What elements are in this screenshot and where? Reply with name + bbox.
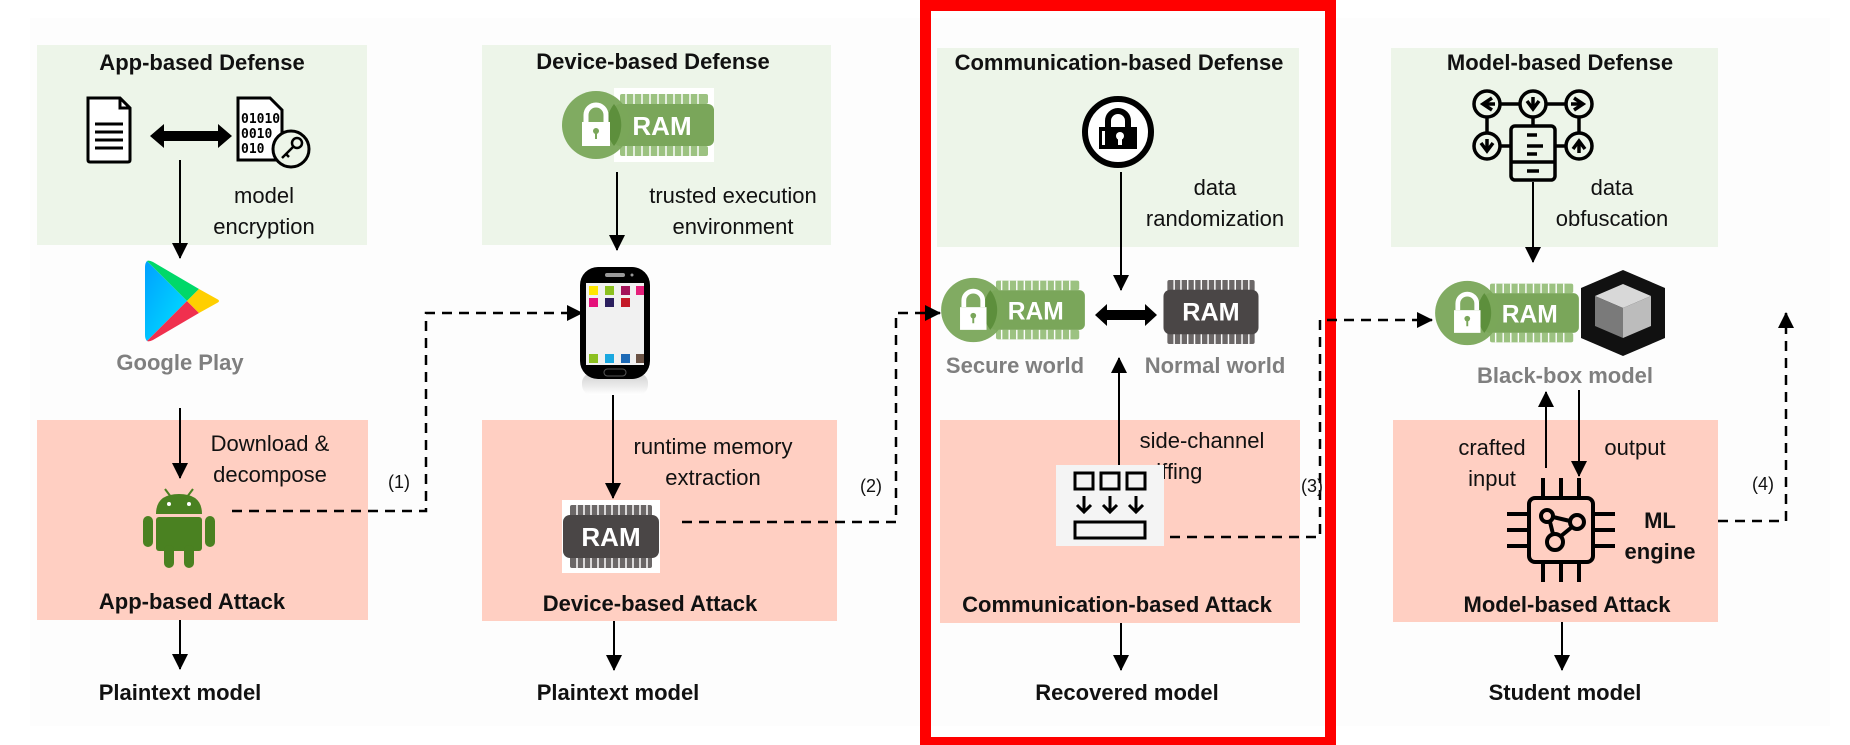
caption-line: extraction bbox=[665, 465, 761, 490]
ml-engine-caption: ML engine bbox=[1620, 505, 1700, 567]
model-outcome: Student model bbox=[1488, 680, 1642, 705]
caption-line: model bbox=[234, 183, 294, 208]
caption-line: data bbox=[1590, 175, 1634, 200]
device-attack-title: Device-based Attack bbox=[542, 591, 758, 616]
lock-circle-icon bbox=[1082, 96, 1154, 168]
app-outcome: Plaintext model bbox=[98, 680, 262, 705]
comm-secure-ram-text: RAM bbox=[1008, 298, 1064, 325]
connector-2 bbox=[682, 305, 941, 524]
app-defense-title: App-based Defense bbox=[99, 50, 305, 75]
caption-line: encryption bbox=[213, 214, 315, 239]
caption-line: environment bbox=[672, 214, 794, 239]
output-caption: output bbox=[1604, 435, 1666, 460]
highlight-frame bbox=[920, 0, 1336, 745]
connector-3 bbox=[1170, 312, 1433, 539]
model-attack-box bbox=[1393, 420, 1718, 622]
encrypted-file-key-icon: 01010 0010 010 bbox=[236, 96, 311, 169]
device-defense-caption: trusted execution environment bbox=[638, 180, 828, 242]
caption-line: data bbox=[1193, 175, 1237, 200]
google-play-label: Google Play bbox=[116, 350, 244, 375]
comm-outcome: Recovered model bbox=[1035, 680, 1219, 705]
android-icon bbox=[143, 488, 215, 568]
caption-line: trusted execution bbox=[649, 183, 817, 208]
connector-2-label: (2) bbox=[860, 476, 882, 496]
caption-line: decompose bbox=[213, 462, 327, 487]
connector-3-label: (3) bbox=[1301, 476, 1323, 496]
comm-defense-title: Communication-based Defense bbox=[954, 50, 1284, 75]
caption-line: engine bbox=[1624, 539, 1696, 564]
ml-chip-icon bbox=[1507, 478, 1615, 582]
secure-world-label: Secure world bbox=[945, 353, 1085, 378]
sniffing-icon bbox=[1056, 465, 1164, 546]
app-attack-caption: Download & decompose bbox=[200, 428, 340, 490]
double-arrow-icon bbox=[150, 124, 232, 148]
connector-4-label: (4) bbox=[1752, 474, 1774, 494]
comm-defense-caption: data randomization bbox=[1140, 172, 1290, 234]
app-attack-box bbox=[37, 420, 368, 620]
connector-1 bbox=[232, 305, 583, 513]
svg-text:010: 010 bbox=[241, 142, 265, 157]
device-attack-caption: runtime memory extraction bbox=[618, 431, 808, 493]
secure-ram-text: RAM bbox=[632, 111, 691, 141]
secure-ram-icon: RAM bbox=[562, 88, 714, 162]
app-defense-caption: model encryption bbox=[204, 180, 324, 242]
model-attack-title: Model-based Attack bbox=[1463, 592, 1671, 617]
crafted-input-caption: crafted input bbox=[1442, 432, 1542, 494]
connector-1-label: (1) bbox=[388, 472, 410, 492]
device-defense-title: Device-based Defense bbox=[536, 49, 770, 74]
caption-line: crafted bbox=[1458, 435, 1526, 460]
svg-text:01010: 01010 bbox=[241, 112, 280, 127]
app-attack-title: App-based Attack bbox=[98, 589, 286, 614]
smartphone-icon bbox=[580, 267, 650, 395]
google-play-icon bbox=[145, 260, 219, 342]
caption-line: Download & bbox=[210, 431, 330, 456]
caption-line: obfuscation bbox=[1555, 206, 1669, 231]
device-ram-text: RAM bbox=[581, 522, 640, 552]
comm-attack-title: Communication-based Attack bbox=[962, 592, 1272, 617]
document-icon bbox=[86, 96, 132, 164]
comm-normal-ram-text: RAM bbox=[1182, 299, 1239, 327]
device-outcome: Plaintext model bbox=[536, 680, 700, 705]
black-box-label: Black-box model bbox=[1476, 363, 1654, 388]
normal-world-label: Normal world bbox=[1144, 353, 1286, 378]
model-secure-ram-text: RAM bbox=[1502, 301, 1558, 328]
caption-line: side-channel bbox=[1139, 428, 1265, 453]
ram-chip-icon: RAM bbox=[562, 500, 660, 573]
data-obfuscation-icon bbox=[1472, 89, 1594, 182]
connector-4 bbox=[1718, 312, 1794, 523]
caption-line: runtime memory bbox=[633, 434, 793, 459]
caption-line: ML bbox=[1644, 508, 1676, 533]
svg-text:0010: 0010 bbox=[241, 127, 272, 142]
ram-chip-icon: RAM bbox=[1163, 280, 1259, 344]
secure-ram-icon: RAM bbox=[941, 277, 1085, 343]
model-defense-title: Model-based Defense bbox=[1446, 50, 1674, 75]
model-defense-caption: data obfuscation bbox=[1547, 172, 1677, 234]
secure-ram-icon: RAM bbox=[1435, 280, 1579, 346]
double-arrow-icon bbox=[1095, 304, 1157, 326]
black-box-cube-icon bbox=[1581, 270, 1665, 356]
caption-line: input bbox=[1468, 466, 1516, 491]
caption-line: randomization bbox=[1145, 206, 1285, 231]
